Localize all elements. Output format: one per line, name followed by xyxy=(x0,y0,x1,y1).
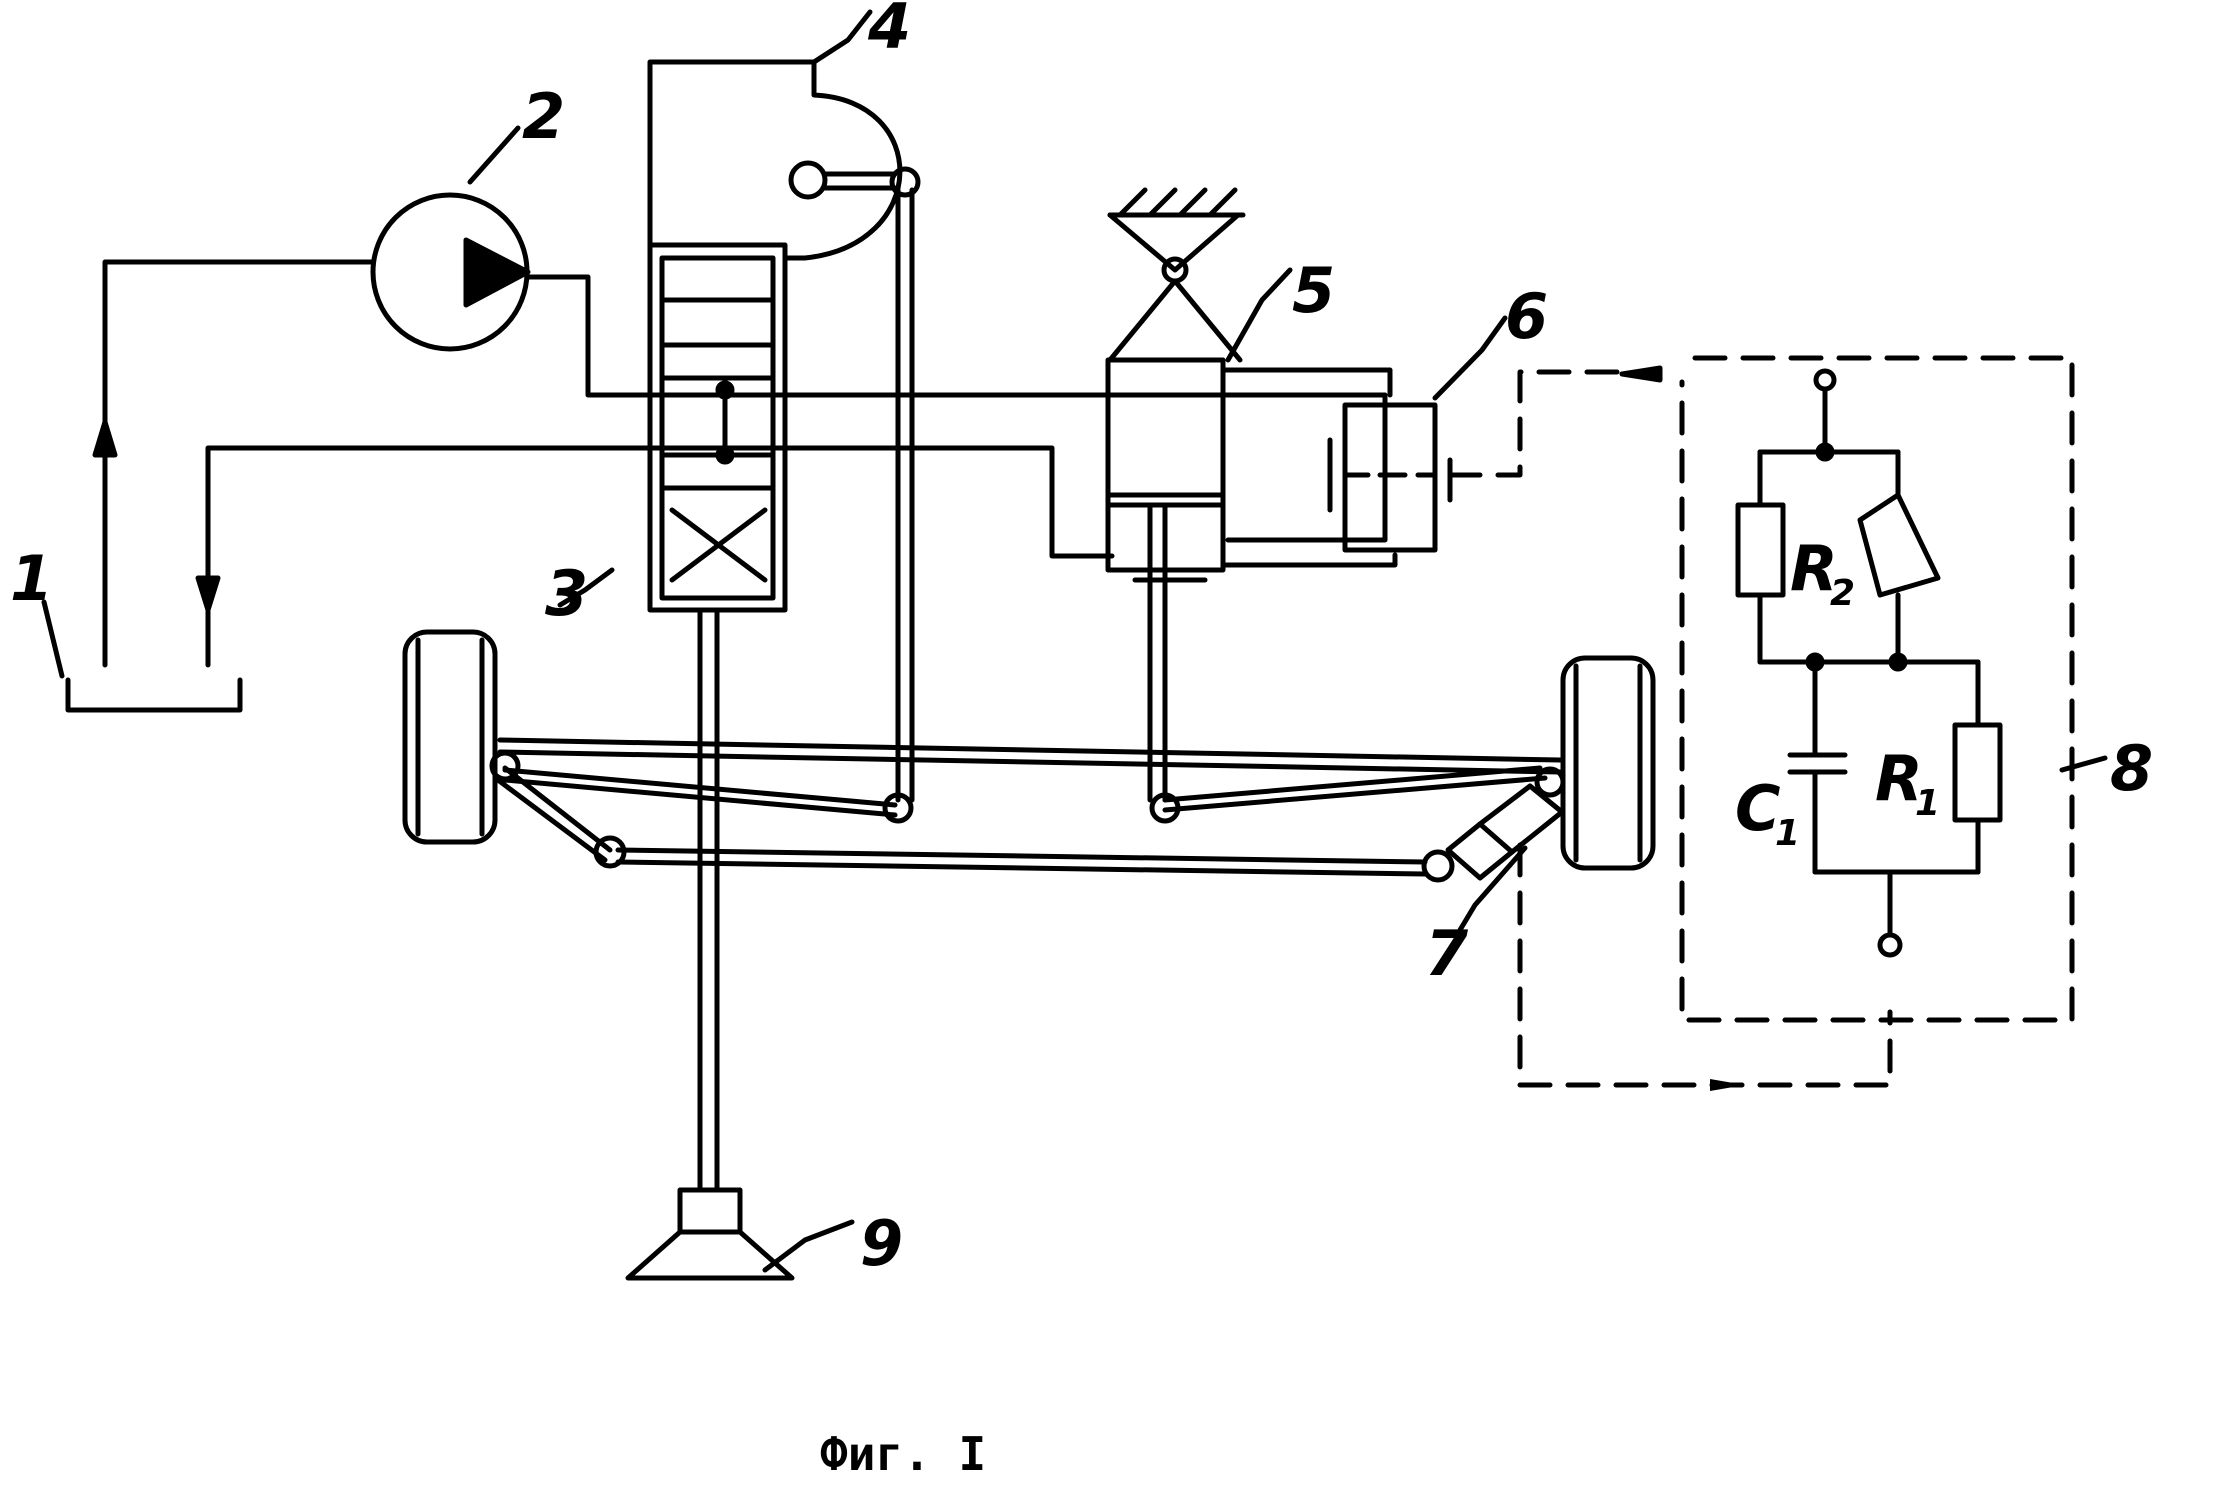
return-line xyxy=(195,445,1115,668)
label-pump: 2 xyxy=(522,80,565,153)
pump xyxy=(370,125,1388,543)
label-electric-valve: 6 xyxy=(1505,280,1548,353)
power-cylinder xyxy=(1105,187,1398,803)
label-tank: 1 xyxy=(10,542,53,615)
angle-sensor xyxy=(1445,783,1565,933)
steering-trapezoid xyxy=(402,629,1656,883)
label-steering-mechanism: 4 xyxy=(867,0,911,63)
label-r1: R xyxy=(1875,742,1923,815)
label-c1-sub: 1 xyxy=(1775,813,1800,854)
distributor-valve xyxy=(557,242,788,613)
label-control-block: 8 xyxy=(2110,732,2153,805)
label-r1-sub: 1 xyxy=(1915,783,1940,824)
control-block xyxy=(1679,355,2108,1023)
label-angle-sensor: 7 xyxy=(1425,917,1469,990)
tank xyxy=(41,599,243,713)
label-r2: R xyxy=(1790,532,1838,605)
label-distributor: 3 xyxy=(545,557,588,630)
signal-lines xyxy=(1517,842,1893,1088)
label-power-cylinder: 5 xyxy=(1292,254,1335,327)
signal-arrow xyxy=(1710,1079,1745,1091)
steering-column xyxy=(625,607,855,1281)
figure-caption: Фиг. I xyxy=(820,1427,986,1481)
steering-mechanism-housing xyxy=(647,9,921,261)
label-c1: C xyxy=(1735,772,1781,845)
label-steering-wheel: 9 xyxy=(860,1207,903,1280)
electric-valve xyxy=(1327,315,1663,553)
label-r2-sub: 2 xyxy=(1830,573,1855,614)
supply-line xyxy=(92,259,375,668)
drag-link xyxy=(895,187,915,803)
